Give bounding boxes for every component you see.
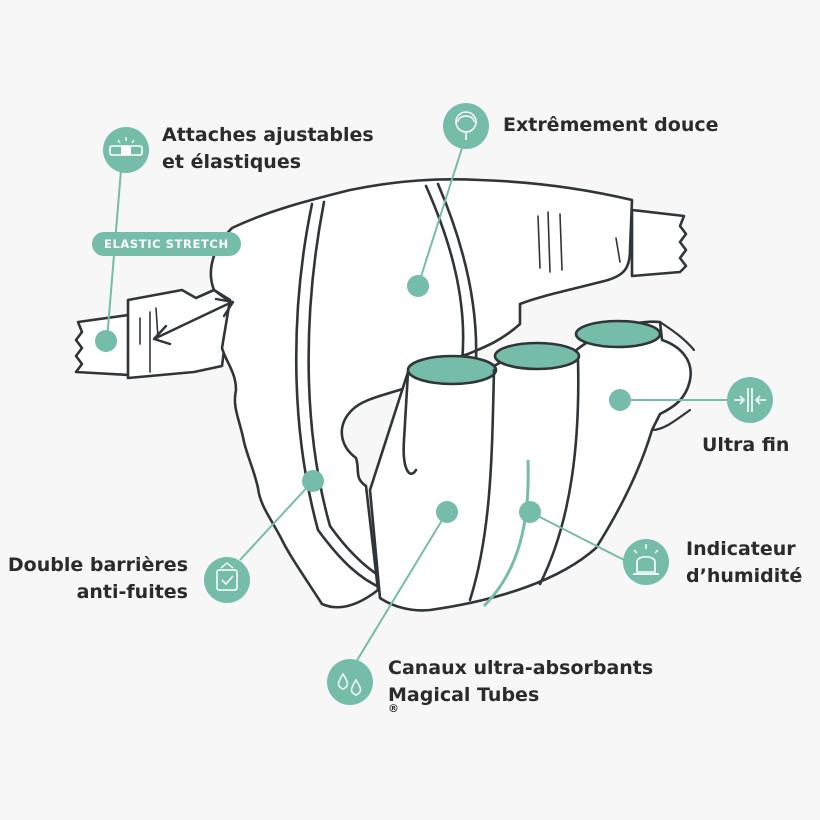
elastic-stretch-arrow (152, 297, 235, 346)
tube-opening-3 (574, 319, 662, 349)
leg-cuff-inner (307, 200, 396, 586)
leader-line-douce (417, 147, 463, 287)
leader-line-indicateur (529, 511, 629, 563)
water-drops-icon (327, 659, 373, 705)
marker-dot-douce (407, 275, 429, 297)
tube-opening-2 (493, 341, 581, 371)
right-fastening-tab (630, 208, 688, 278)
leader-line-barrieres (239, 481, 313, 561)
label-indicateur: Indicateur d’humidité (686, 538, 803, 587)
label-canaux: Canaux ultra-absorbants Magical Tubes® (388, 657, 654, 715)
thin-arrows-icon (727, 377, 773, 423)
cotton-flower-icon (443, 103, 489, 149)
label-ultrafin: Ultra fin (702, 434, 790, 456)
center-stripe-b (436, 182, 478, 362)
tube-opening-1 (406, 354, 498, 386)
label-douce: Extrêmement douce (503, 114, 719, 136)
marker-dot-attaches (95, 330, 117, 352)
wetness-indicator-line (482, 459, 530, 608)
leg-cuff-outer (294, 202, 388, 592)
shield-check-icon (204, 557, 250, 603)
marker-dot-canaux (436, 501, 458, 523)
wetness-alarm-icon (623, 539, 669, 585)
label-attaches: Attaches ajustables et élastiques (162, 124, 374, 173)
marker-dot-ultrafin (609, 389, 631, 411)
leader-line-canaux (355, 511, 448, 663)
label-barrieres: Double barrières anti-fuites (7, 554, 188, 603)
marker-dot-barrieres (302, 470, 324, 492)
adjustable-tab-icon (103, 127, 149, 173)
left-fastening-tab (74, 288, 232, 380)
marker-dot-indicateur (519, 501, 541, 523)
elastic-stretch-badge: ELASTIC STRETCH (92, 232, 241, 256)
center-stripe-a (424, 184, 465, 364)
diaper-back-panel (209, 178, 634, 609)
